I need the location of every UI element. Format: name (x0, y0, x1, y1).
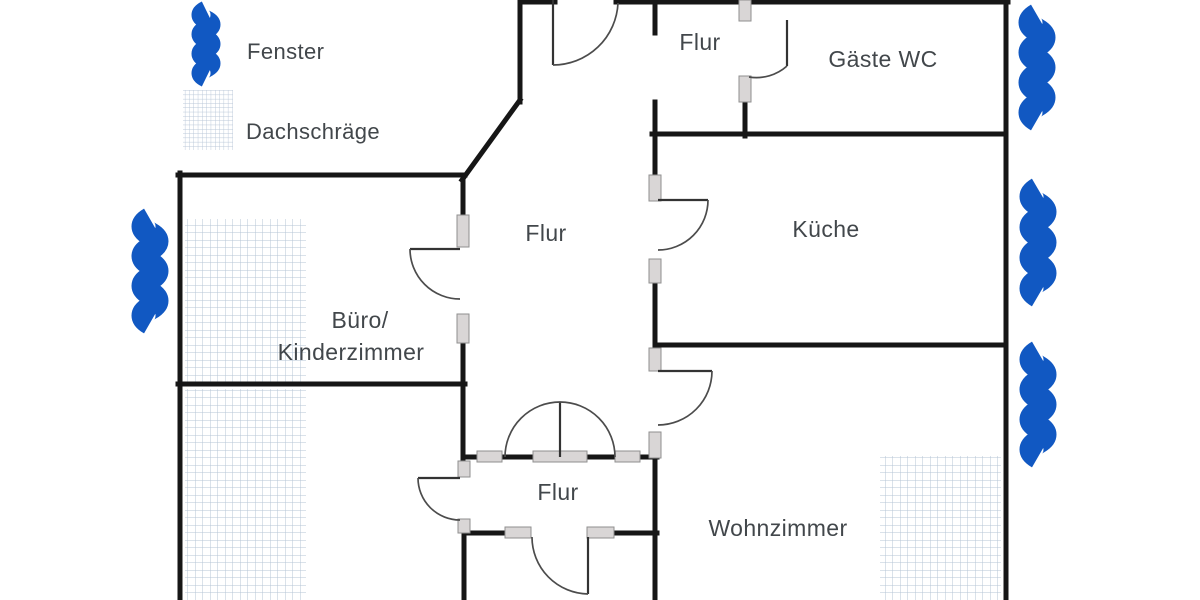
room-label-kueche: Küche (792, 216, 860, 242)
room-label-flur-unten: Flur (537, 479, 579, 505)
room-label-flur-mitte: Flur (525, 220, 567, 246)
room-label-flur-top: Flur (679, 29, 721, 55)
hatch-dach-buero (185, 219, 306, 382)
room-label-gaeste-wc: Gäste WC (828, 46, 938, 72)
dachschraege-areas (183, 90, 1001, 600)
walls (175, 0, 1011, 600)
legend-window-icon (191, 1, 221, 87)
door-jambs (456, 0, 752, 539)
door-swings (409, 0, 789, 595)
window-icon (131, 208, 169, 334)
room-label-wohnzimmer: Wohnzimmer (708, 515, 848, 541)
door-swing-arc (657, 199, 709, 251)
door-jamb (648, 347, 662, 372)
door-jamb (456, 214, 470, 248)
door-jamb (457, 460, 471, 478)
door-swing-arc (748, 65, 788, 79)
legend-label-dachschraege: Dachschräge (246, 119, 381, 144)
door-jamb (648, 431, 662, 459)
door-jamb (456, 313, 470, 344)
door-swing-arc (504, 401, 616, 458)
hatch-dach-wohnzimmer (880, 456, 1001, 600)
door-swing-arc (552, 2, 619, 66)
door-swing-arc (657, 370, 713, 426)
door-jamb (504, 526, 532, 539)
window-icon (1018, 4, 1056, 131)
door-jamb (586, 526, 615, 539)
wall (458, 96, 524, 184)
window-icons (131, 1, 1057, 468)
door-jamb (614, 450, 641, 463)
legend-label-fenster: Fenster (247, 39, 325, 64)
window-icon (1019, 178, 1057, 307)
hatch-dach-unten-links (185, 389, 306, 600)
door-jamb (648, 174, 662, 202)
door-jamb (457, 518, 471, 534)
door-swing-arc (417, 477, 461, 521)
hatch-legend-swatch (183, 90, 233, 150)
door-jamb (738, 75, 752, 103)
door-swing-arc (531, 536, 589, 595)
room-label-buero-line1: Büro/ (331, 307, 389, 333)
door-jamb (648, 258, 662, 284)
window-icon (1019, 341, 1057, 468)
door-swing-arc (409, 248, 461, 300)
door-jamb (738, 0, 752, 22)
room-label-buero-line2: Kinderzimmer (277, 339, 425, 365)
door-jamb (476, 450, 503, 463)
